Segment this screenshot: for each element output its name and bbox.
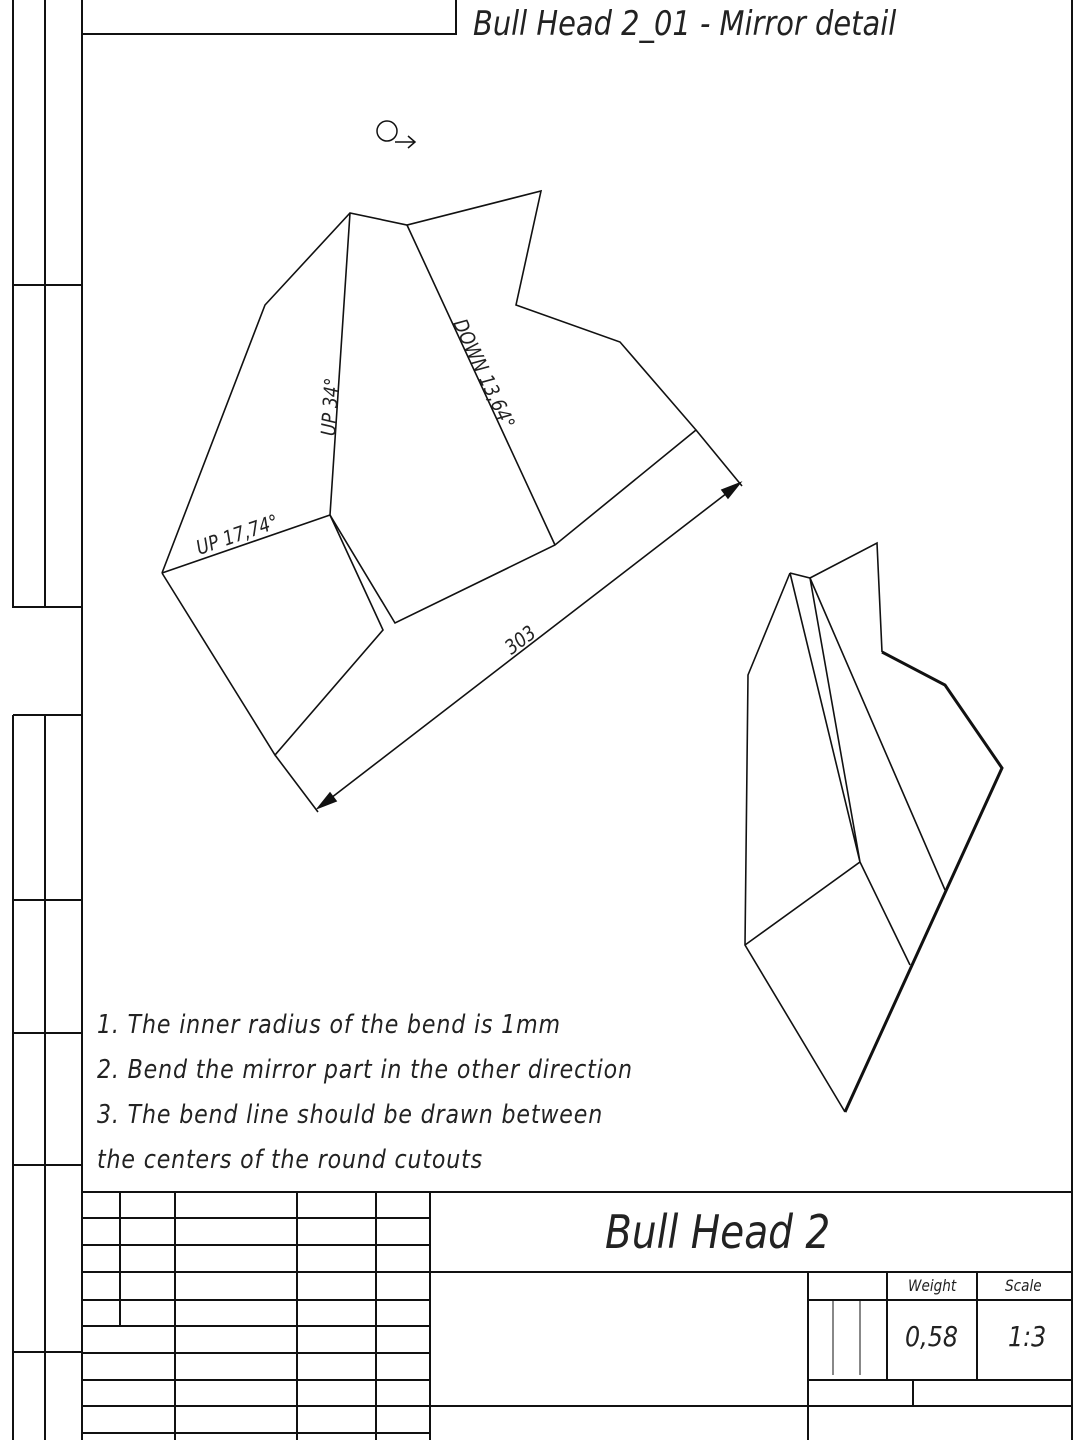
note-4: the centers of the round cutouts bbox=[97, 1145, 483, 1175]
drawing-subtitle: Bull Head 2_01 - Mirror detail bbox=[473, 4, 897, 44]
scale-value: 1:3 bbox=[1008, 1320, 1047, 1353]
weight-label: Weight bbox=[908, 1276, 957, 1295]
bend-label-up-34: UP 34° bbox=[316, 376, 345, 437]
view-rotated-symbol bbox=[376, 120, 417, 149]
title-block-grid bbox=[82, 1191, 1072, 1440]
note-1: 1. The inner radius of the bend is 1mm bbox=[97, 1010, 561, 1040]
flat-pattern-view bbox=[161, 189, 743, 813]
left-margin-strip bbox=[12, 0, 83, 1440]
sheet-frame bbox=[81, 0, 1073, 1440]
note-2: 2. Bend the mirror part in the other dir… bbox=[97, 1055, 633, 1085]
drawing-title: Bull Head 2 bbox=[605, 1205, 831, 1259]
weight-value: 0,58 bbox=[905, 1320, 958, 1353]
isometric-view bbox=[744, 541, 1004, 1113]
note-3: 3. The bend line should be drawn between bbox=[97, 1100, 604, 1130]
scale-label: Scale bbox=[1005, 1276, 1042, 1295]
